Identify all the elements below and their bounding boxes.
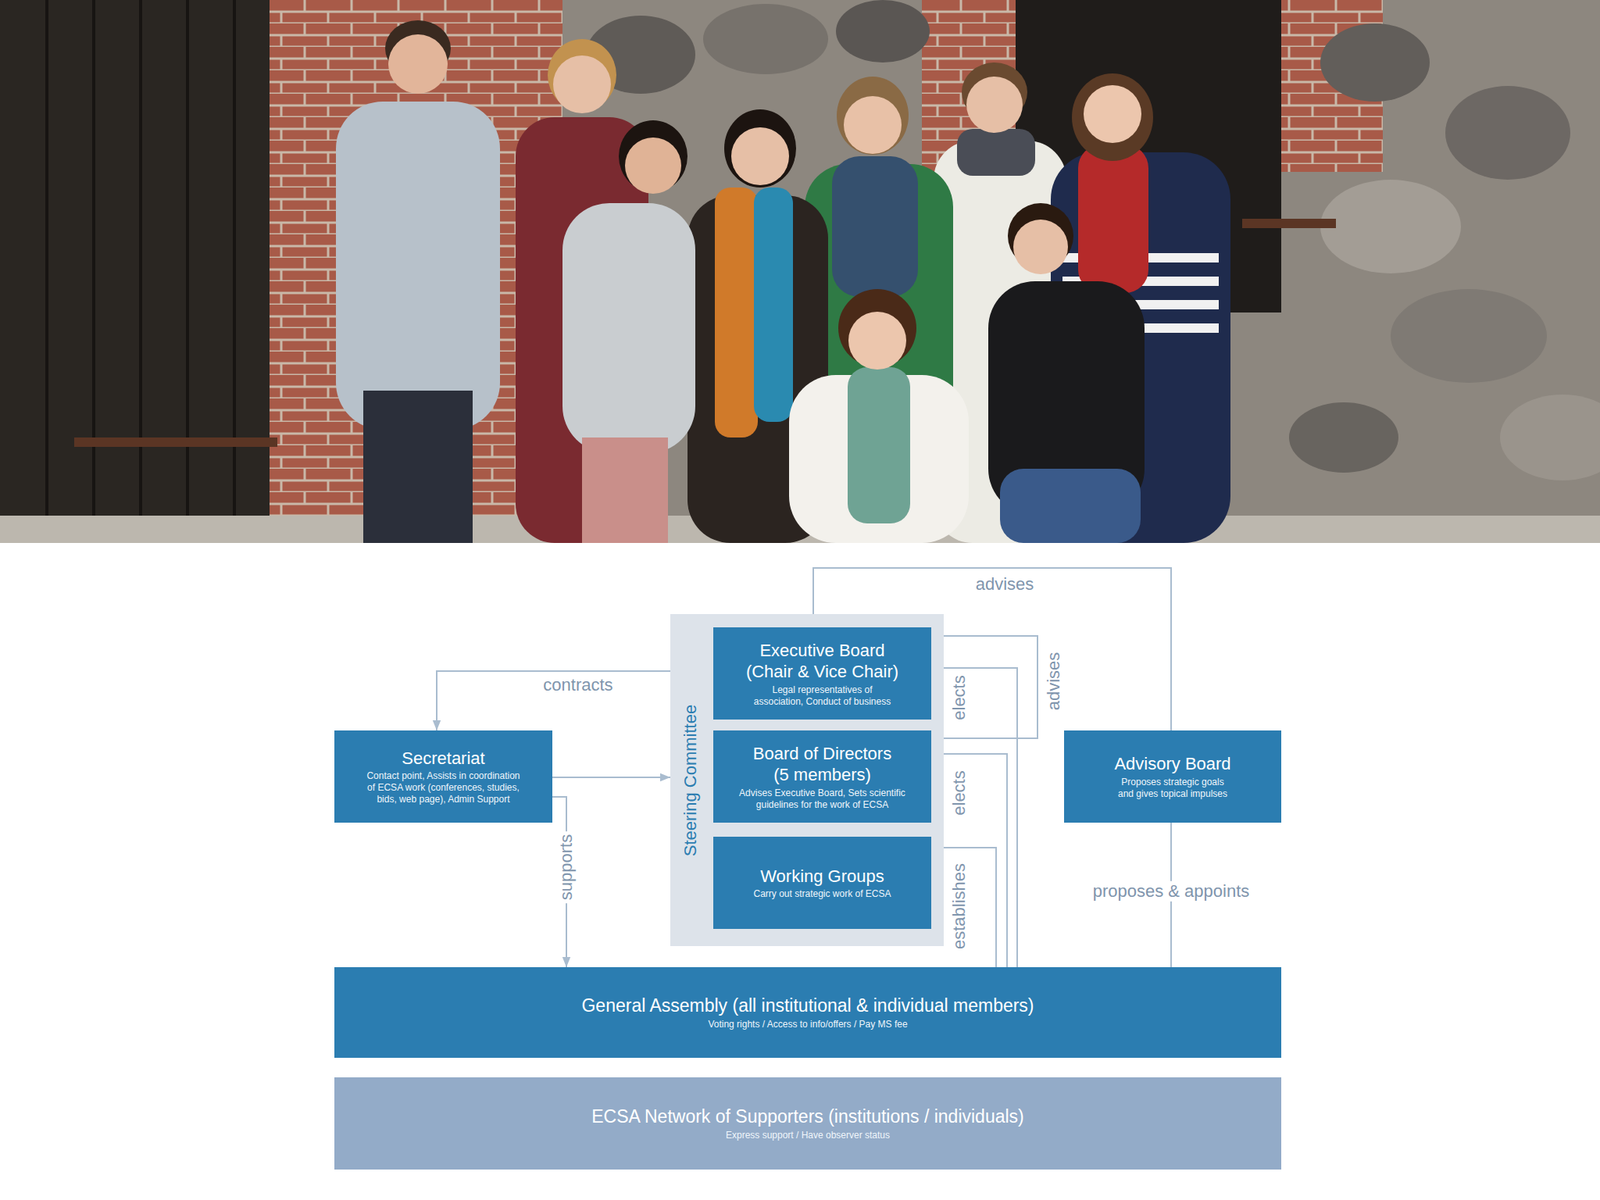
person-scarf <box>1078 144 1149 293</box>
box-title: Executive Board (Chair & Vice Chair) <box>722 639 922 683</box>
connector-label: advises <box>972 574 1038 595</box>
box-title: Working Groups <box>760 865 885 888</box>
person-hair <box>836 76 909 155</box>
box-description: Legal representatives of association, Co… <box>722 684 922 708</box>
person-body <box>335 101 500 430</box>
stone <box>835 0 930 63</box>
box-title: Advisory Board <box>1114 753 1231 775</box>
person-hair <box>1071 73 1154 161</box>
person-scarf <box>847 367 911 524</box>
stone <box>1445 85 1571 180</box>
box-description: Express support / Have observer status <box>725 1129 890 1142</box>
connector <box>552 776 671 779</box>
connector-label: elects <box>949 671 970 723</box>
person-scarf <box>714 187 758 438</box>
person-head <box>966 76 1023 133</box>
panel-title: Steering Committee <box>680 703 701 856</box>
box-description: Proposes strategic goals and gives topic… <box>1073 776 1272 800</box>
box-title: Secretariat <box>401 747 485 770</box>
stone <box>703 3 829 75</box>
stone <box>1500 394 1600 481</box>
connector-label: advises <box>1043 649 1065 715</box>
person-head <box>1013 219 1068 275</box>
box-title: General Assembly (all institutional & in… <box>581 994 1034 1018</box>
board-box: Executive Board (Chair & Vice Chair)Lega… <box>713 627 932 720</box>
connector-label: establishes <box>949 860 970 953</box>
person-scarf <box>753 187 793 422</box>
person-head <box>731 127 790 186</box>
person-head <box>625 137 682 194</box>
stone <box>1320 23 1430 102</box>
person-hair <box>724 109 797 188</box>
stone <box>1390 289 1547 383</box>
person-legs <box>582 437 668 543</box>
stone-wall <box>0 0 1600 543</box>
box-description: Contact point, Assists in coordination o… <box>343 770 543 806</box>
board-box: Advisory BoardProposes strategic goals a… <box>1064 730 1282 823</box>
board-box: Board of Directors (5 members)Advises Ex… <box>713 730 932 823</box>
person-scarf <box>957 128 1036 176</box>
connector-label: contracts <box>539 675 616 696</box>
person-head <box>553 55 611 114</box>
office-box: SecretariatContact point, Assists in coo… <box>334 730 553 823</box>
door-hinge <box>1242 218 1336 229</box>
person-head <box>388 34 448 94</box>
person-head <box>1083 85 1142 143</box>
connector-label: elects <box>949 767 970 818</box>
connector-label: proposes & appoints <box>1089 881 1254 902</box>
assembly-band: General Assembly (all institutional & in… <box>334 967 1282 1058</box>
network-band: ECSA Network of Supporters (institutions… <box>334 1077 1282 1170</box>
connector <box>931 667 1018 968</box>
group-box: Working GroupsCarry out strategic work o… <box>713 836 932 929</box>
person-legs <box>363 390 473 543</box>
person-legs <box>1000 468 1141 543</box>
box-description: Voting rights / Access to info/offers / … <box>707 1018 908 1031</box>
committee-panel: Steering Committee Executive Board (Chair… <box>670 614 944 947</box>
box-title: ECSA Network of Supporters (institutions… <box>591 1105 1025 1129</box>
person-scarf <box>832 156 918 297</box>
person-head <box>843 96 902 154</box>
door-hinge <box>74 437 278 447</box>
team-photo <box>0 0 1600 543</box>
person-body <box>562 203 696 454</box>
connector-label: supports <box>556 831 577 904</box>
box-description: Advises Executive Board, Sets scientific… <box>722 787 922 811</box>
stone <box>1289 402 1399 473</box>
box-description: Carry out strategic work of ECSA <box>753 888 891 900</box>
connector <box>931 635 1038 739</box>
box-title: Board of Directors (5 members) <box>722 742 922 786</box>
stone <box>1320 179 1461 274</box>
person-head <box>848 311 907 370</box>
